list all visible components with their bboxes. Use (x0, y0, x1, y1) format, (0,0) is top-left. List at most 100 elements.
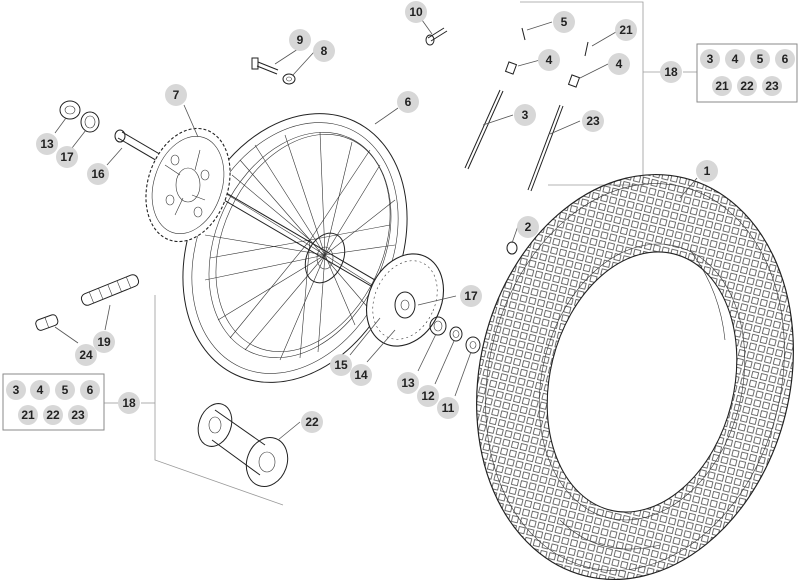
kit-bottom-item-2: 4 (30, 380, 50, 400)
svg-text:22: 22 (305, 415, 319, 429)
callout-24: 24 (75, 344, 97, 366)
kit-bottom-item-6: 22 (43, 405, 63, 425)
kit-top-item-7: 23 (762, 76, 782, 96)
svg-text:23: 23 (586, 114, 600, 128)
callout-15: 15 (330, 354, 352, 376)
group-bracket-bottom (104, 295, 284, 506)
svg-text:8: 8 (321, 44, 328, 58)
callout-13a: 13 (36, 133, 58, 155)
kit-top-item-1: 3 (700, 49, 720, 69)
kit-bottom-item-5: 21 (18, 405, 38, 425)
kit-bottom-item-3: 5 (55, 380, 75, 400)
sprocket-nut (282, 73, 296, 85)
axle-nut (465, 336, 481, 354)
callout-21: 21 (615, 19, 637, 41)
spoke-parts (464, 27, 589, 192)
svg-text:19: 19 (97, 335, 111, 349)
callout-17a: 17 (56, 146, 78, 168)
tire-valve (425, 27, 448, 46)
callout-4a: 4 (538, 49, 560, 71)
bearing-left (59, 100, 81, 120)
chain (80, 274, 140, 306)
callout-1: 1 (696, 160, 718, 182)
wheel-rim (182, 113, 408, 383)
svg-text:22: 22 (740, 79, 754, 93)
svg-text:4: 4 (732, 52, 739, 66)
callout-16: 16 (87, 163, 109, 185)
svg-text:3: 3 (13, 383, 20, 397)
svg-text:16: 16 (91, 167, 105, 181)
callout-14: 14 (350, 364, 372, 386)
callout-6: 6 (397, 91, 419, 113)
kit-top-item-3: 5 (750, 49, 770, 69)
svg-text:24: 24 (79, 348, 93, 362)
kit-top-item-6: 22 (737, 76, 757, 96)
kit-top-item-4: 6 (775, 49, 795, 69)
leader-lines (54, 19, 698, 441)
callout-18-bottom: 18 (118, 392, 140, 414)
svg-text:10: 10 (409, 5, 423, 19)
callout-3: 3 (514, 104, 536, 126)
callout-5: 5 (553, 11, 575, 33)
callout-22: 22 (301, 411, 323, 433)
svg-text:15: 15 (334, 358, 348, 372)
callout-7: 7 (165, 84, 187, 106)
svg-text:18: 18 (122, 396, 136, 410)
svg-text:11: 11 (442, 401, 455, 415)
svg-text:3: 3 (522, 108, 529, 122)
svg-text:18: 18 (664, 65, 678, 79)
callout-18-top: 18 (660, 61, 682, 83)
callout-13b: 13 (397, 372, 419, 394)
svg-text:6: 6 (405, 95, 412, 109)
svg-text:23: 23 (71, 408, 85, 422)
svg-text:9: 9 (297, 33, 304, 47)
svg-text:21: 21 (619, 23, 633, 37)
kit-box-top: 3 4 5 6 21 22 23 (696, 43, 798, 103)
svg-text:12: 12 (421, 389, 435, 403)
svg-text:1: 1 (704, 164, 711, 178)
callout-12: 12 (417, 385, 439, 407)
svg-text:4: 4 (37, 383, 44, 397)
svg-text:4: 4 (546, 53, 553, 67)
sprocket-bolt (251, 57, 279, 75)
axle-nut-small (506, 241, 518, 255)
callout-2: 2 (517, 216, 539, 238)
kit-bottom-item-1: 3 (6, 380, 26, 400)
svg-text:22: 22 (46, 408, 60, 422)
callout-23: 23 (582, 110, 604, 132)
kit-top-item-5: 21 (712, 76, 732, 96)
svg-text:21: 21 (21, 408, 35, 422)
svg-text:5: 5 (62, 383, 69, 397)
kit-box-bottom: 3 4 5 6 21 22 23 (2, 373, 105, 431)
wheel-spokes (204, 131, 396, 361)
svg-text:2: 2 (525, 220, 532, 234)
svg-text:14: 14 (354, 368, 368, 382)
callout-4b: 4 (608, 53, 630, 75)
callout-17b: 17 (460, 285, 482, 307)
callout-8: 8 (313, 40, 335, 62)
svg-text:21: 21 (715, 79, 729, 93)
svg-text:5: 5 (757, 52, 764, 66)
chain-master-link (35, 314, 59, 331)
svg-text:13: 13 (40, 137, 54, 151)
svg-text:17: 17 (464, 289, 478, 303)
seal-left (80, 111, 100, 133)
kit-bottom-item-7: 23 (68, 405, 88, 425)
svg-text:4: 4 (616, 57, 623, 71)
kit-bottom-item-4: 6 (80, 380, 100, 400)
callout-9: 9 (289, 29, 311, 51)
brake-disc (366, 253, 444, 347)
wheel-hub (197, 403, 289, 487)
tire (476, 173, 794, 581)
sprocket (145, 127, 231, 243)
svg-text:5: 5 (561, 15, 568, 29)
svg-text:6: 6 (87, 383, 94, 397)
svg-text:6: 6 (782, 52, 789, 66)
svg-text:3: 3 (707, 52, 714, 66)
spacer (429, 316, 447, 336)
svg-text:7: 7 (173, 88, 180, 102)
callout-11: 11 (437, 397, 459, 419)
group-bracket-top (520, 1, 697, 186)
washer (449, 326, 463, 342)
